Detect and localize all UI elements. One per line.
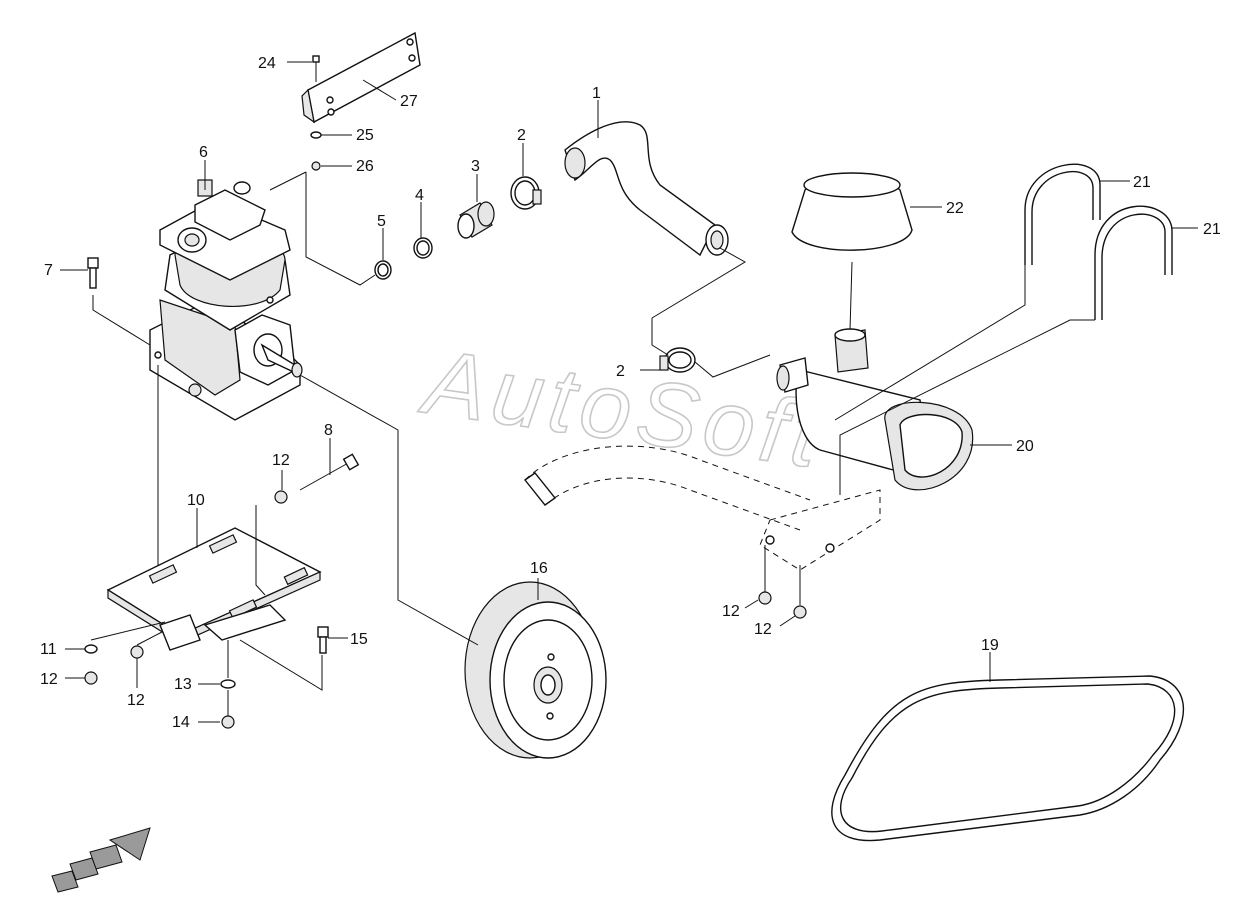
callout-13: 13 xyxy=(174,676,192,693)
callout-7: 7 xyxy=(44,262,53,279)
callout-26: 26 xyxy=(356,158,374,175)
callout-2-upper: 2 xyxy=(517,127,526,144)
u-bolt-21-upper xyxy=(1024,163,1101,265)
washer-25 xyxy=(310,131,322,139)
callout-10: 10 xyxy=(187,492,205,509)
callout-14: 14 xyxy=(172,714,190,731)
callout-24: 24 xyxy=(258,55,276,72)
pulley-16 xyxy=(464,581,607,759)
hose-clamp-2-upper xyxy=(510,176,542,210)
callout-11: 11 xyxy=(40,641,57,658)
callout-3: 3 xyxy=(471,158,480,175)
callout-1: 1 xyxy=(592,85,601,102)
callout-12-c: 12 xyxy=(127,692,145,709)
nut-12-a xyxy=(274,490,288,504)
bolt-24 xyxy=(312,55,320,82)
callout-8: 8 xyxy=(324,422,333,439)
callout-5: 5 xyxy=(377,213,386,230)
callout-22: 22 xyxy=(946,200,964,217)
callout-19: 19 xyxy=(981,637,999,654)
bolt-15 xyxy=(317,626,329,654)
callout-2-lower: 2 xyxy=(616,363,625,380)
watermark: AutoSoft xyxy=(414,330,830,487)
belt-19 xyxy=(831,675,1184,842)
bolt-8 xyxy=(299,453,360,491)
bolt-7 xyxy=(87,257,99,289)
nut-12-c xyxy=(130,645,144,659)
fitting-3 xyxy=(457,201,495,239)
callout-12-a: 12 xyxy=(272,452,290,469)
callout-21-upper: 21 xyxy=(1133,174,1151,191)
nut-14 xyxy=(221,715,235,729)
callout-6: 6 xyxy=(199,144,208,161)
direction-arrow-icon xyxy=(51,827,151,893)
leader-lines xyxy=(60,61,1198,723)
nut-12-d xyxy=(758,591,772,605)
mounting-plate-10 xyxy=(106,527,322,651)
callout-20: 20 xyxy=(1016,438,1034,455)
hose-clamp-2-lower xyxy=(659,347,696,373)
o-ring-5 xyxy=(374,260,392,280)
callout-16: 16 xyxy=(530,560,548,577)
callout-27: 27 xyxy=(400,93,418,110)
callout-12-b: 12 xyxy=(40,671,58,688)
washer-11 xyxy=(84,644,98,654)
nut-12-e xyxy=(793,605,807,619)
callout-12-d: 12 xyxy=(722,603,740,620)
ghost-pipe xyxy=(523,445,881,571)
u-bolt-21-lower xyxy=(1094,205,1173,320)
nut-12-b xyxy=(84,671,98,685)
o-ring-4 xyxy=(413,237,433,259)
callout-25: 25 xyxy=(356,127,374,144)
washer-13 xyxy=(220,679,236,689)
nut-26 xyxy=(311,161,321,171)
callout-labels: 1 2 3 4 5 6 7 8 12 10 11 12 12 13 14 15 … xyxy=(40,55,1221,731)
callout-21-lower: 21 xyxy=(1203,221,1221,238)
bracket-27 xyxy=(301,31,421,124)
compressor-6 xyxy=(149,179,303,421)
hose-1 xyxy=(564,121,729,257)
rain-cap-22 xyxy=(791,172,913,331)
callout-4: 4 xyxy=(415,187,424,204)
callout-12-e: 12 xyxy=(754,621,772,638)
callout-15: 15 xyxy=(350,631,368,648)
